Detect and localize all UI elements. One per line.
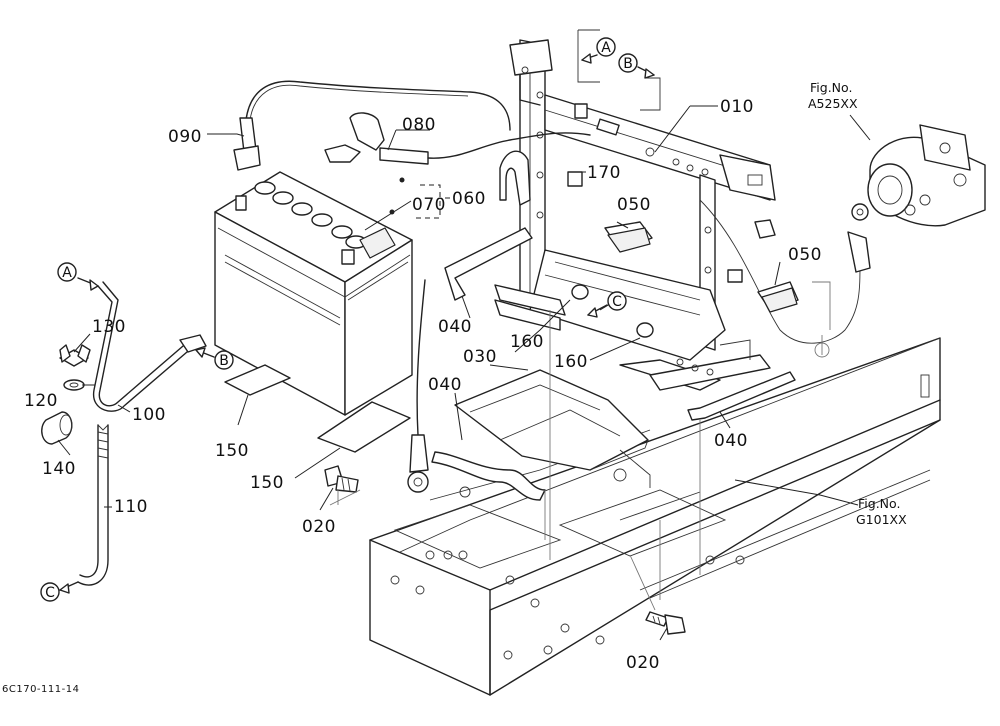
part-170: 170: [587, 163, 621, 183]
part-020-upper: 020: [302, 517, 336, 537]
part-040-left: 040: [438, 317, 472, 337]
connector-a-left: [57, 262, 77, 282]
connector-label-a-top: A: [601, 40, 611, 56]
connector-label-c-mid: C: [612, 294, 622, 310]
part-130: 130: [92, 317, 126, 337]
battery-bracket: [494, 39, 776, 391]
connector-markers: [40, 37, 655, 602]
bolt-020-upper: [324, 465, 359, 493]
bolt-020-lower: [645, 611, 686, 635]
cushion-160-lower: [636, 322, 654, 338]
diagram-code: 6C170-111-14: [2, 684, 79, 695]
part-040-mid: 040: [428, 375, 462, 395]
cushion-160-upper: [571, 284, 589, 300]
battery-tray-030: [454, 369, 649, 471]
retainer-bands: [431, 150, 796, 501]
connector-label-b-left: B: [219, 353, 229, 369]
part-120: 120: [24, 391, 58, 411]
connector-c-left: [40, 582, 60, 602]
ref-a525-line1: Fig.No.: [810, 80, 852, 95]
part-100: 100: [132, 405, 166, 425]
frame: [369, 337, 941, 696]
connector-a-top: [596, 37, 616, 57]
part-160-upper: 160: [510, 332, 544, 352]
assembly-lines: [329, 29, 831, 611]
pad-150-upper: [224, 364, 291, 396]
part-160-lower: 160: [554, 352, 588, 372]
ref-g101-line2: G101XX: [856, 512, 907, 527]
battery-cables: [233, 80, 871, 493]
starter-motor: [867, 124, 986, 227]
ref-a525-line2: A525XX: [808, 96, 858, 111]
part-050-left: 050: [617, 195, 651, 215]
part-010: 010: [720, 97, 754, 117]
connector-c-mid: [607, 291, 627, 311]
leader-lines: [57, 105, 871, 641]
connector-label-c-left: C: [45, 585, 55, 601]
part-110: 110: [114, 497, 148, 517]
battery: [214, 171, 413, 416]
connector-b-top: [618, 53, 638, 73]
connector-label-a-left: A: [62, 265, 72, 281]
part-140: 140: [42, 459, 76, 479]
part-150-lower: 150: [250, 473, 284, 493]
ref-g101-line1: Fig.No.: [858, 496, 900, 511]
part-050-right: 050: [788, 245, 822, 265]
part-070: 070: [412, 195, 446, 215]
connector-b-left: [214, 350, 234, 370]
part-090: 090: [168, 127, 202, 147]
part-060: 060: [452, 189, 486, 209]
hold-down-rods: [41, 281, 207, 586]
part-020-lower: 020: [626, 653, 660, 673]
part-150-upper: 150: [215, 441, 249, 461]
connector-label-b-top: B: [623, 56, 633, 72]
part-040-right: 040: [714, 431, 748, 451]
part-080: 080: [402, 115, 436, 135]
pad-150-lower: [317, 401, 411, 453]
part-030: 030: [463, 347, 497, 367]
